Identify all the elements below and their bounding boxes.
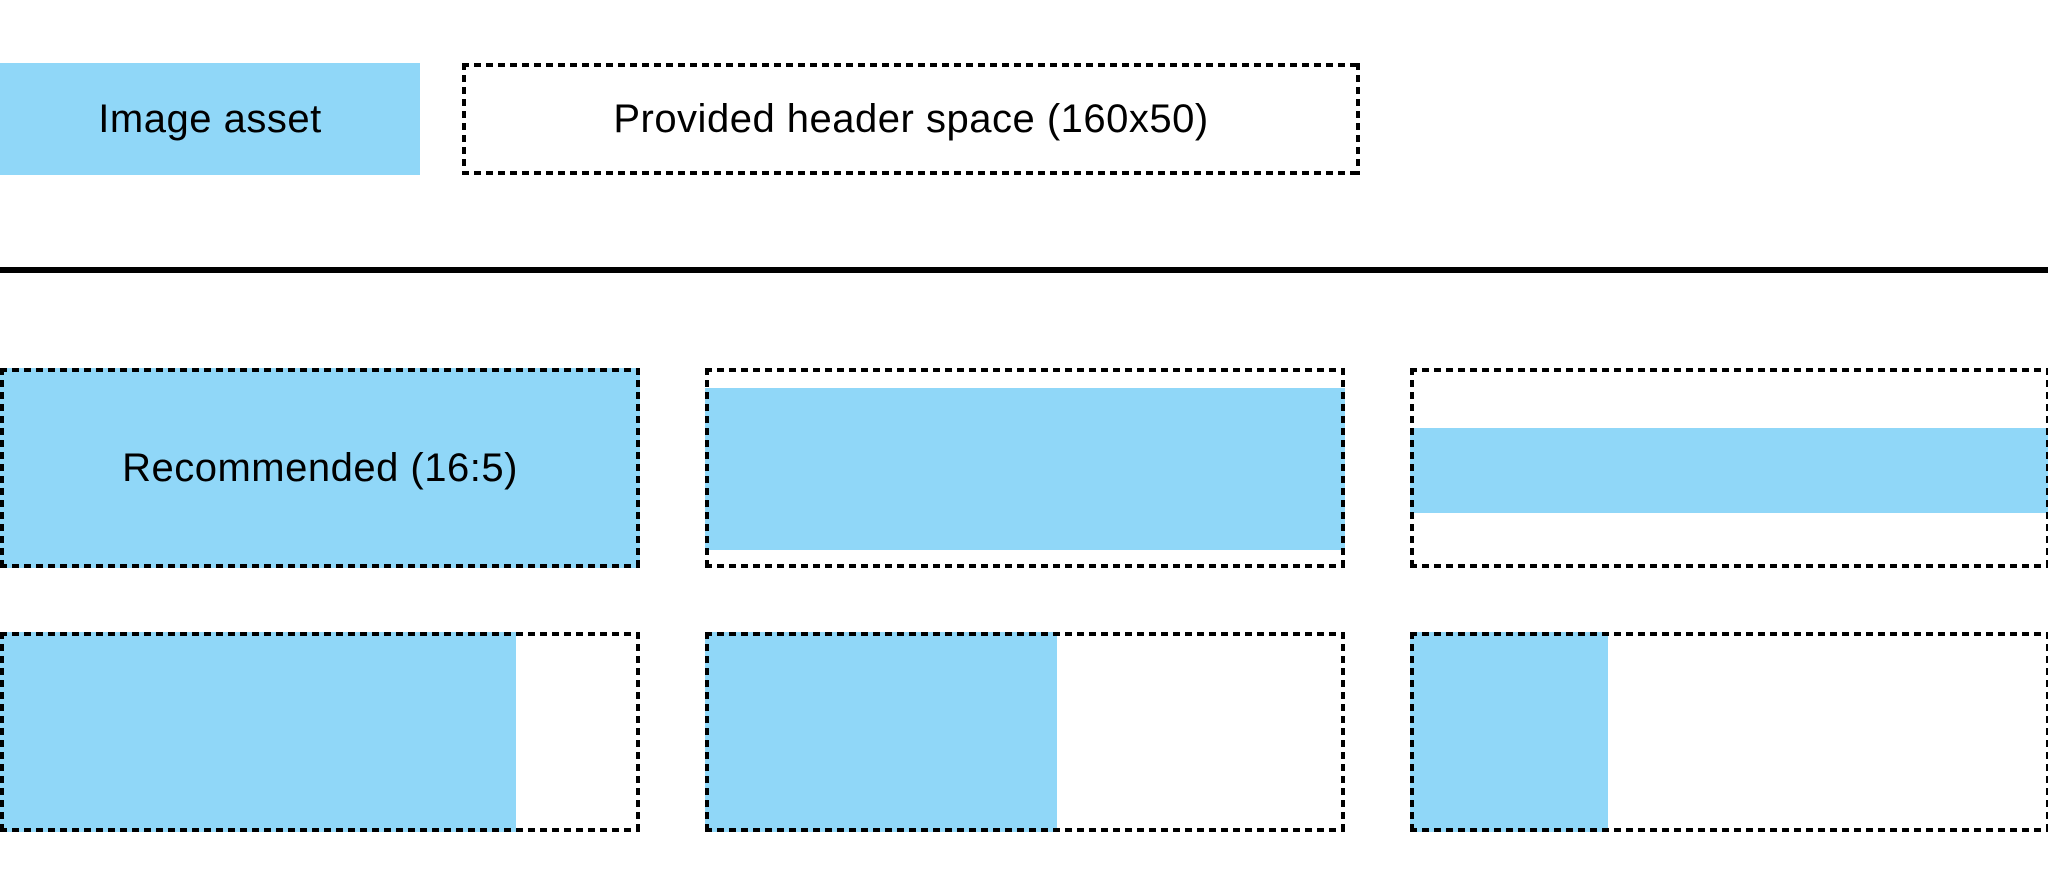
example-box-full-height-wide	[0, 632, 640, 832]
image-asset-fill	[1410, 428, 2048, 513]
example-box-full-height-narrow	[1410, 632, 2048, 832]
example-box-recommended: Recommended (16:5)	[0, 368, 640, 568]
legend-header-space-box: Provided header space (160x50)	[462, 63, 1360, 175]
legend-image-asset-label: Image asset	[98, 96, 322, 141]
recommended-label-wrap: Recommended (16:5)	[0, 368, 640, 568]
legend-header-space-label: Provided header space (160x50)	[613, 96, 1209, 141]
example-box-full-width-thin-strip	[1410, 368, 2048, 568]
legend-image-asset-swatch: Image asset	[0, 63, 420, 175]
example-box-full-width-slight-gaps	[705, 368, 1345, 568]
image-asset-fill	[0, 632, 516, 832]
recommended-label: Recommended (16:5)	[122, 445, 518, 490]
section-divider	[0, 267, 2048, 273]
example-box-full-height-half-width	[705, 632, 1345, 832]
image-asset-fill	[705, 632, 1057, 832]
image-asset-fill	[705, 388, 1345, 550]
image-asset-fill	[1410, 632, 1609, 832]
